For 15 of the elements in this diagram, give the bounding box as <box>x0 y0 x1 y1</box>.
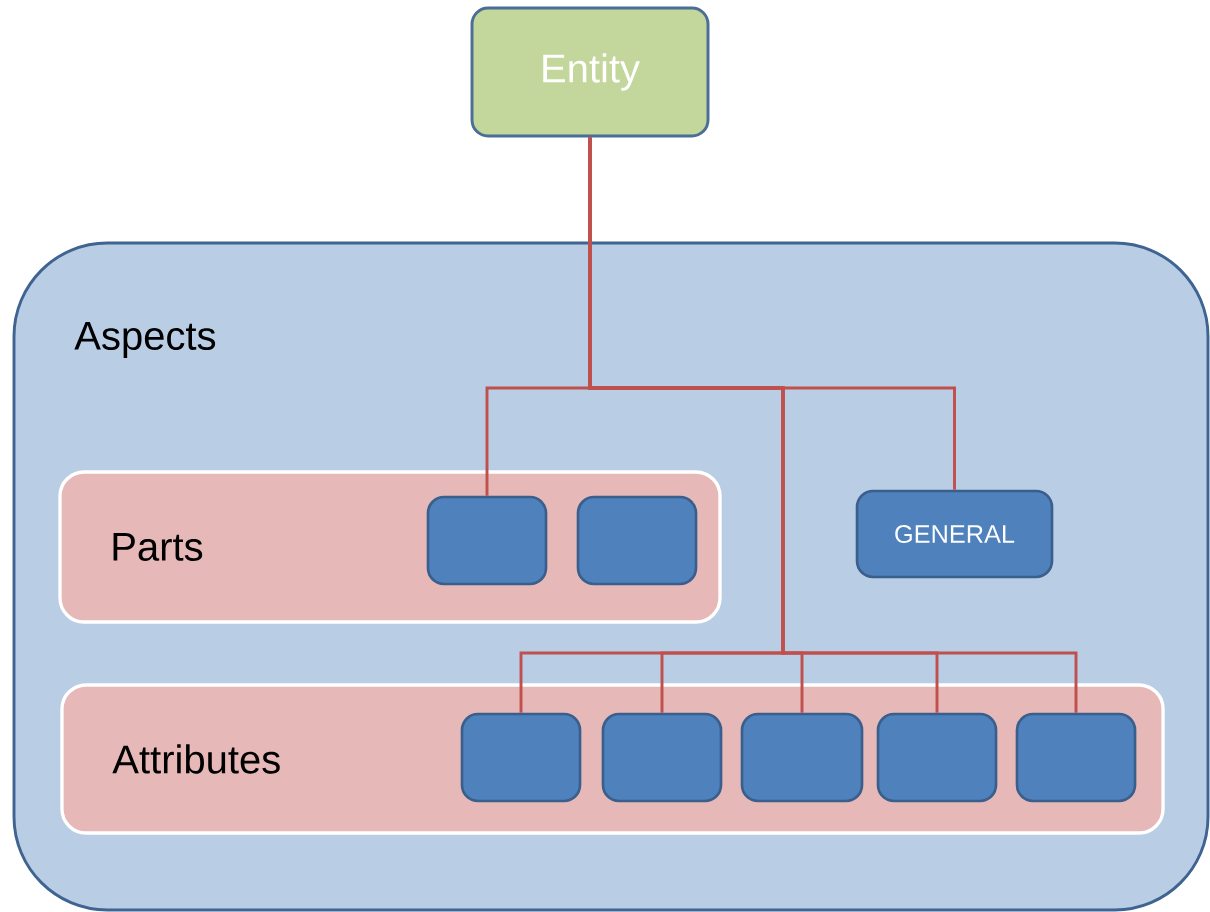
aspect-box <box>576 495 698 586</box>
node-label: Aspects <box>74 322 216 358</box>
node-label: GENERAL <box>895 525 1015 543</box>
connector-line <box>588 137 1078 713</box>
aspect-box <box>855 489 1054 579</box>
aspect-box <box>1015 712 1137 803</box>
aspect-box <box>740 712 864 803</box>
aspect-box <box>460 712 582 803</box>
aspect-box <box>876 712 998 803</box>
aspect-box <box>426 495 548 586</box>
node-label: Entity <box>543 53 640 91</box>
node-label: Attributes <box>112 744 280 774</box>
node-label: Parts <box>113 533 203 561</box>
entity-box <box>470 6 710 138</box>
aspect-box <box>601 712 723 803</box>
